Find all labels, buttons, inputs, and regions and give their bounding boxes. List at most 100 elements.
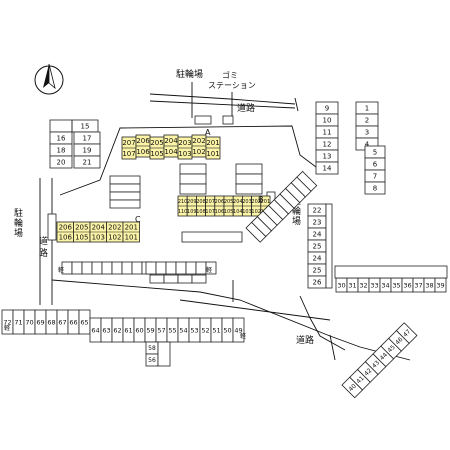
parking-space [121, 261, 133, 275]
parking-space-number: 8 [373, 184, 377, 192]
parking-space-number: 72 [3, 318, 11, 326]
unit-number-upper: 204 [233, 199, 243, 205]
parking-space-number: 17 [83, 134, 92, 142]
parking-space [175, 261, 187, 275]
parking-space [145, 261, 157, 275]
parking-space [235, 183, 263, 195]
parking-space-number: 34 [381, 281, 389, 289]
bike-parking-label-right-3: 場 [292, 215, 301, 227]
unit-number-lower: 103 [178, 150, 191, 158]
parking-space [235, 173, 263, 185]
bike-parking-label-left-1: 駐 [14, 207, 23, 219]
parking-space-number: 10 [323, 116, 332, 124]
unit-number-lower: 107 [122, 150, 135, 158]
parking-space [49, 119, 73, 133]
parking-space-number: 14 [323, 164, 332, 172]
parking-space-number: 35 [392, 281, 400, 289]
parking-space [109, 175, 141, 185]
parking-space-number: 25 [313, 242, 322, 250]
unit-number-lower: 101 [206, 150, 219, 158]
parking-space [179, 163, 207, 175]
parking-space [315, 161, 339, 175]
unit-number-upper: 205 [224, 199, 234, 205]
unit-number-upper: 204 [92, 223, 106, 231]
parking-space [181, 231, 243, 243]
parking-space [163, 274, 179, 284]
parking-space [195, 261, 207, 275]
parking-space-number: 9 [325, 104, 329, 112]
parking-space-number: 64 [91, 326, 99, 334]
parking-space-number: 45 [386, 344, 396, 354]
building-a: 2071072061062051052041042031032021022011… [121, 128, 221, 160]
unit-number-lower: 106 [59, 233, 73, 241]
road-label-bottom: 道路 [296, 334, 314, 346]
parking-space-number: 50 [223, 326, 231, 334]
unit-number-upper: 210 [178, 199, 188, 205]
unit-number-lower: 101 [125, 233, 138, 241]
parking-space [179, 183, 207, 195]
parking-space-number: 24 [313, 254, 322, 262]
parking-space-number: 53 [190, 326, 198, 334]
parking-space-number: 46 [394, 336, 404, 346]
parking-space-number: 43 [371, 359, 381, 369]
parking-space-number: 68 [47, 318, 55, 326]
parking-space [157, 341, 171, 367]
unit-number-lower: 105 [150, 150, 163, 158]
parking-space [111, 261, 123, 275]
parking-space-number: 30 [337, 281, 345, 289]
unit-number-upper: 204 [164, 137, 178, 145]
unit-number-lower: 105 [75, 233, 88, 241]
parking-space [101, 261, 113, 275]
unit-number-upper: 201 [261, 199, 271, 205]
unit-number-upper: 201 [125, 223, 138, 231]
parking-space-number: 59 [146, 326, 154, 334]
unit-number-lower: 103 [242, 209, 252, 215]
parking-space [73, 155, 101, 169]
parking-space-number: 52 [201, 326, 209, 334]
parking-space-number: 41 [355, 375, 365, 385]
unit-number-upper: 206 [59, 223, 73, 231]
unit-number-lower: 109 [187, 209, 197, 215]
unit-number-lower: 105 [224, 209, 234, 215]
parking-space-number: 51 [212, 326, 220, 334]
parking-space [155, 261, 167, 275]
unit-number-lower: 103 [92, 233, 105, 241]
bike-rack-slot [296, 170, 318, 192]
parking-space [49, 155, 73, 169]
parking-space [334, 265, 448, 279]
unit-number-upper: 205 [150, 139, 163, 147]
unit-number-lower: 102 [192, 148, 205, 156]
unit-number-lower: 104 [164, 148, 178, 156]
parking-space [235, 163, 263, 175]
parking-space-number: 3 [365, 128, 369, 136]
site-boundaries [39, 93, 411, 361]
north-arrow-icon [34, 63, 64, 95]
unit-number-upper: 202 [192, 137, 205, 145]
parking-space-number: 15 [81, 122, 90, 130]
light-car-label: 軽 [240, 332, 246, 340]
unit-number-lower: 106 [215, 209, 225, 215]
parking-space-number: 11 [323, 128, 332, 136]
parking-space-number: 65 [80, 318, 88, 326]
parking-space [91, 261, 103, 275]
parking-space-number: 62 [113, 326, 121, 334]
parking-space-number: 24 [313, 230, 322, 238]
light-car-label: 軽 [58, 266, 64, 274]
parking-space [179, 173, 207, 185]
bike-parking-label-left-2: 輪 [14, 217, 23, 229]
parking-space-number: 7 [373, 172, 377, 180]
unit-number-upper: 202 [251, 199, 261, 205]
unit-number-upper: 203 [178, 139, 191, 147]
unit-number-lower: 106 [136, 148, 150, 156]
unit-number-upper: 203 [242, 199, 252, 205]
parking-space-number: 25 [313, 266, 322, 274]
unit-number-upper: 205 [75, 223, 88, 231]
parking-space-number: 67 [58, 318, 66, 326]
unit-number-lower: 107 [205, 209, 215, 215]
building-letter: C [135, 215, 141, 224]
parking-space-number: 39 [436, 281, 444, 289]
unit-number-upper: 201 [206, 139, 219, 147]
parking-space-number: 31 [348, 281, 356, 289]
unit-number-lower: 104 [233, 209, 243, 215]
